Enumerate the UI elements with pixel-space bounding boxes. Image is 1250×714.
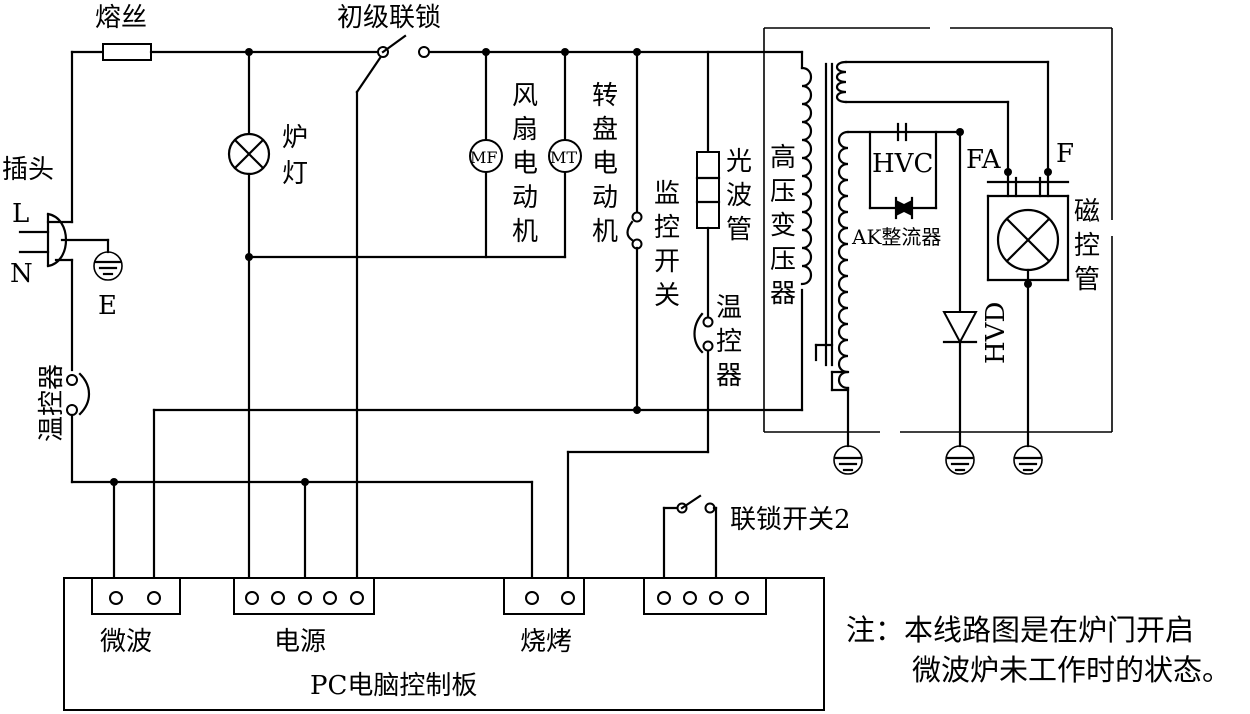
turntable-label-1: 转	[592, 81, 618, 111]
transformer-label-1: 高	[770, 143, 796, 173]
earth-E-label: E	[98, 291, 117, 321]
fuse-label: 熔丝	[95, 3, 147, 33]
turntable-label-4: 动	[592, 183, 618, 213]
grill-connector-label: 烧烤	[520, 627, 572, 657]
monitor-label-3: 开	[654, 247, 680, 277]
ground-symbols	[833, 445, 1043, 475]
right-thermostat-label-3: 器	[716, 361, 742, 391]
filament-winding	[835, 60, 1050, 184]
lamp-label-1: 炉	[282, 123, 308, 153]
fan-label-3: 电	[512, 149, 538, 179]
monitor-label-1: 监	[654, 179, 680, 209]
magnetron-label-2: 控	[1074, 231, 1100, 261]
turntable-motor-symbol	[548, 139, 582, 173]
transformer-secondary	[837, 130, 962, 448]
MT-label: MT	[550, 148, 577, 167]
microwave-connector	[91, 577, 181, 615]
primary-interlock-switch	[355, 34, 430, 582]
fan-label-2: 扇	[512, 115, 538, 145]
fan-label-4: 动	[512, 183, 538, 213]
junction-dots	[110, 48, 1052, 486]
fan-label-5: 机	[512, 217, 538, 247]
microwave-connector-label: 微波	[100, 627, 152, 657]
plug-L-label: L	[12, 199, 29, 229]
MF-label: MF	[470, 148, 497, 167]
monitor-label-4: 关	[654, 281, 680, 311]
fan-motor-symbol	[469, 139, 503, 173]
light-wave-tube-symbol	[696, 151, 720, 229]
transformer-primary	[800, 62, 850, 392]
lightwave-label-1: 光	[726, 147, 752, 177]
lamp-branch	[227, 50, 567, 582]
light-wave-tube-branch	[566, 50, 721, 582]
top-bus	[70, 43, 804, 224]
fuse-symbol	[102, 43, 152, 61]
interlock-switch-2	[662, 494, 718, 582]
lightwave-label-2: 波	[726, 181, 752, 211]
primary-return	[152, 288, 804, 582]
transformer-label-3: 变	[770, 211, 796, 241]
turntable-label-2: 盘	[592, 115, 618, 145]
board-label: PC电脑控制板	[310, 671, 477, 701]
HVD-label: HVD	[981, 302, 1011, 364]
left-thermostat	[66, 372, 534, 582]
transformer-label-5: 器	[770, 279, 796, 309]
lamp-label-2: 灯	[282, 159, 308, 189]
lightwave-label-3: 管	[726, 215, 752, 245]
magnetron-label-3: 管	[1074, 265, 1100, 295]
right-thermostat-label-1: 温	[716, 293, 742, 323]
pc-control-board	[63, 577, 825, 711]
magnetron-label-1: 磁	[1074, 197, 1100, 227]
turntable-label-3: 电	[592, 149, 618, 179]
F-label: F	[1056, 139, 1074, 169]
right-thermostat-label-2: 控	[716, 327, 742, 357]
note-line-2: 微波炉未工作时的状态。	[912, 653, 1231, 687]
magnetron-symbol	[986, 176, 1070, 448]
rectifier-label: AK整流器	[851, 225, 941, 249]
turntable-label-5: 机	[592, 217, 618, 247]
plug-N-label: N	[10, 259, 33, 289]
motor-branches	[469, 50, 582, 259]
transformer-label-4: 压	[770, 245, 796, 275]
monitor-switch-branch	[626, 50, 643, 412]
note-line-1: 注：本线路图是在炉门开启	[846, 613, 1194, 647]
primary-interlock-label: 初级联锁	[337, 3, 441, 33]
plug-symbol	[18, 212, 123, 372]
monitor-label-2: 控	[654, 213, 680, 243]
FA-label: FA	[966, 145, 1002, 175]
hv-enclosure	[763, 27, 1113, 433]
left-thermostat-label: 温控器	[37, 364, 67, 442]
HVC-label: HVC	[872, 149, 933, 179]
interlock2-label: 联锁开关2	[730, 505, 851, 535]
transformer-label-2: 压	[770, 177, 796, 207]
hv-diode	[942, 130, 978, 448]
fan-label-1: 风	[512, 81, 538, 111]
plug-label: 插头	[2, 155, 54, 185]
power-connector-label: 电源	[274, 627, 326, 657]
hv-capacitor	[868, 122, 938, 220]
